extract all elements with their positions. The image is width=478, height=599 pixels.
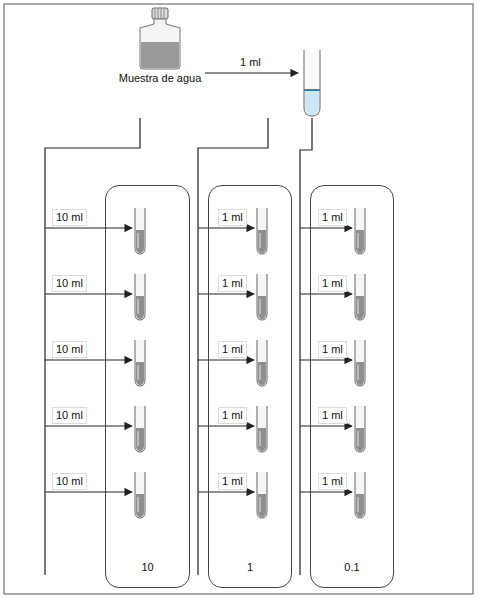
test-tube xyxy=(355,340,365,386)
dilution-label: 0.1 xyxy=(311,561,393,573)
test-tube xyxy=(257,274,267,320)
test-tube xyxy=(135,274,145,320)
dispense-arrow xyxy=(45,425,132,426)
volume-label: 1 ml xyxy=(218,407,247,424)
volume-label: 1 ml xyxy=(318,473,347,490)
volume-label: 1 ml xyxy=(218,209,247,226)
test-tube xyxy=(355,274,365,320)
volume-label: 1 ml xyxy=(240,56,261,69)
test-tube xyxy=(355,472,365,518)
dilution-label: 10 xyxy=(106,561,189,573)
dispense-arrow xyxy=(198,425,254,426)
volume-label: 1 ml xyxy=(318,275,347,292)
volume-label: 1 ml xyxy=(218,341,247,358)
volume-label: 1 ml xyxy=(318,407,347,424)
dispense-arrow xyxy=(45,491,132,492)
volume-label: 10 ml xyxy=(52,209,87,226)
water-bottle xyxy=(140,8,180,69)
dispense-arrow xyxy=(300,293,352,294)
test-tube xyxy=(257,340,267,386)
feed-line xyxy=(45,118,140,575)
dispense-arrow xyxy=(45,293,132,294)
pipette xyxy=(304,50,320,116)
dispense-arrow xyxy=(300,359,352,360)
tube-group: 10 xyxy=(105,185,190,588)
dispense-arrow xyxy=(198,491,254,492)
test-tube xyxy=(257,208,267,254)
dispense-arrow xyxy=(300,491,352,492)
volume-label: 1 ml xyxy=(218,473,247,490)
dispense-arrow xyxy=(45,359,132,360)
test-tube xyxy=(257,472,267,518)
volume-label: 10 ml xyxy=(52,407,87,424)
volume-label: 10 ml xyxy=(52,275,87,292)
outer-frame xyxy=(4,4,473,594)
volume-label: 1 ml xyxy=(318,209,347,226)
test-tube xyxy=(135,340,145,386)
test-tube xyxy=(135,208,145,254)
transfer-arrow xyxy=(205,72,298,73)
dispense-arrow xyxy=(45,227,132,228)
tube-group: 1 xyxy=(208,185,292,588)
volume-label: 10 ml xyxy=(52,341,87,358)
dispense-arrow xyxy=(198,227,254,228)
test-tube xyxy=(135,406,145,452)
test-tube xyxy=(355,208,365,254)
test-tube xyxy=(257,406,267,452)
dilution-label: 1 xyxy=(209,561,291,573)
dispense-arrow xyxy=(300,425,352,426)
sample-label: Muestra de agua xyxy=(100,72,220,85)
volume-label: 1 ml xyxy=(318,341,347,358)
dispense-arrow xyxy=(198,293,254,294)
test-tube xyxy=(135,472,145,518)
tube-group: 0.1 xyxy=(310,185,394,588)
volume-label: 10 ml xyxy=(52,473,87,490)
dispense-arrow xyxy=(300,227,352,228)
dispense-arrow xyxy=(198,359,254,360)
volume-label: 1 ml xyxy=(218,275,247,292)
test-tube xyxy=(355,406,365,452)
